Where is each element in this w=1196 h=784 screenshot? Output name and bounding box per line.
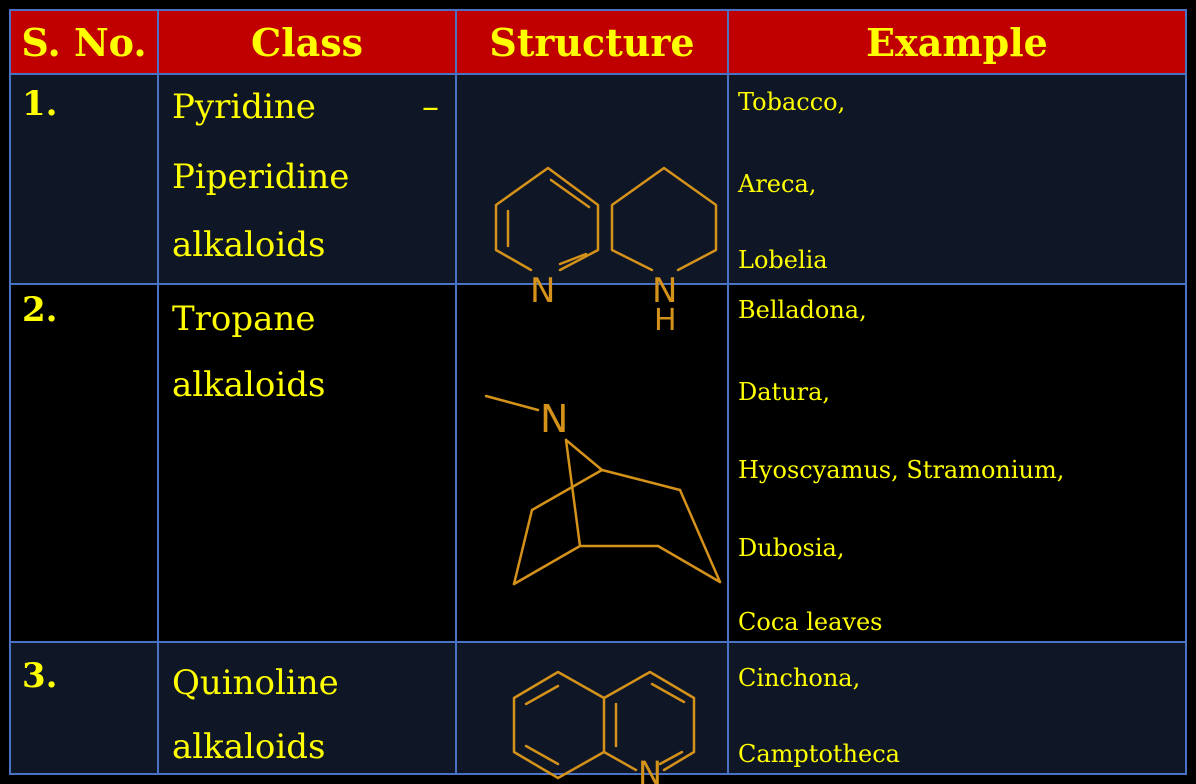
row-1-example-2: Areca, — [738, 170, 817, 198]
row-3-sno: 3. — [22, 656, 58, 696]
row-2-background — [10, 284, 1186, 642]
pyridine-structure — [494, 166, 600, 272]
row-3-class-line-2: alkaloids — [172, 727, 326, 767]
row-2-example-5: Coca leaves — [738, 608, 883, 636]
tropane-structure — [484, 394, 722, 586]
row-2-sno: 2. — [22, 290, 58, 330]
tropane-n-label: N — [540, 397, 568, 441]
row-3-background — [10, 642, 1186, 774]
piperidine-structure — [610, 166, 718, 272]
row-1-sno: 1. — [22, 84, 58, 124]
row-1-class-dash: – — [422, 87, 439, 127]
row-3-example-2: Camptotheca — [738, 740, 900, 768]
row-2-class-line-1: Tropane — [172, 299, 316, 339]
row-1-class-line-2: Piperidine — [172, 157, 350, 197]
row-1-example-1: Tobacco, — [738, 88, 846, 116]
quinoline-n-label: N — [638, 754, 662, 784]
header-structure: Structure — [456, 10, 728, 74]
row-3-example-1: Cinchona, — [738, 664, 861, 692]
header-class: Class — [158, 10, 456, 74]
piperidine-h-label: H — [654, 303, 677, 338]
header-sno: S. No. — [10, 10, 158, 74]
row-1-class-line-1: Pyridine — [172, 87, 316, 127]
row-1-class-line-3: alkaloids — [172, 225, 326, 265]
row-2-example-4: Dubosia, — [738, 534, 845, 562]
row-2-example-2: Datura, — [738, 378, 831, 406]
row-3-class-line-1: Quinoline — [172, 663, 339, 703]
row-1-example-3: Lobelia — [738, 246, 828, 274]
pyridine-n-label: N — [530, 271, 555, 311]
row-2-example-1: Belladona, — [738, 296, 867, 324]
row-2-class-line-2: alkaloids — [172, 365, 326, 405]
header-example: Example — [728, 10, 1186, 74]
piperidine-n-label: N — [652, 271, 677, 311]
row-2-example-3: Hyoscyamus, Stramonium, — [738, 456, 1065, 484]
quinoline-structure — [512, 670, 696, 780]
